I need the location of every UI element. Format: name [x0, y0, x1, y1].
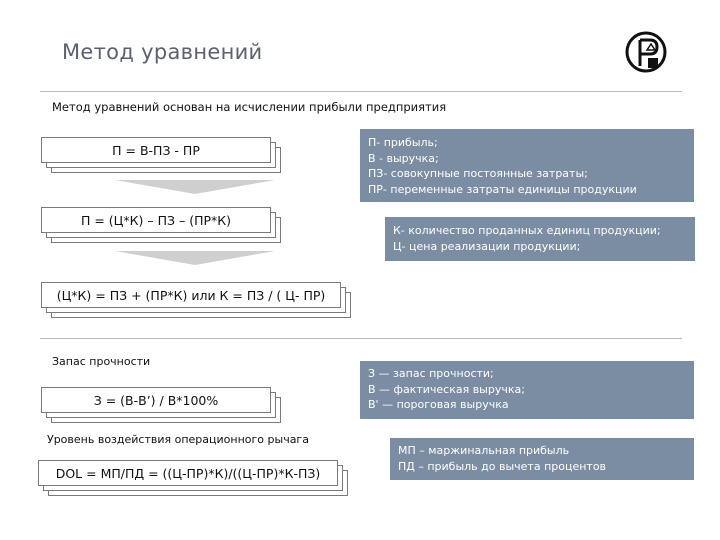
safety-margin-label: Запас прочности [52, 355, 151, 368]
legend-line: К- количество проданных единиц продукции… [393, 224, 661, 237]
title-divider [40, 91, 682, 92]
legend-line: П- прибыль; [368, 136, 438, 149]
legend-line: ПР- переменные затраты единицы продукции [368, 182, 637, 196]
chevron-down-arrow [115, 251, 275, 265]
formula-profit: П = В-ПЗ - ПР [41, 137, 271, 163]
pe-monogram-logo-icon [625, 31, 667, 73]
formula-dol-box: DOL = МП/ПД = ((Ц-ПР)*К)/((Ц-ПР)*К-ПЗ) [38, 460, 348, 496]
formula-profit-expanded-box: П = (Ц*К) – ПЗ – (ПР*К) [41, 207, 281, 243]
legend-box-quantity: К- количество проданных единиц продукции… [385, 217, 695, 261]
legend-box-safety: З — запас прочности; В — фактическая выр… [360, 361, 694, 419]
legend-line: В' — пороговая выручка [368, 398, 509, 411]
legend-line: В — фактическая выручка; [368, 382, 525, 396]
leverage-label: Уровень воздействия операционного рычага [47, 433, 309, 446]
formula-profit-expanded: П = (Ц*К) – ПЗ – (ПР*К) [41, 207, 271, 233]
formula-safety-box: З = (В-В’) / В*100% [41, 387, 281, 423]
legend-line: З — запас прочности; [368, 367, 494, 380]
formula-quantity-box: (Ц*К) = ПЗ + (ПР*К) или К = ПЗ / ( Ц- ПР… [41, 282, 351, 318]
page-title: Метод уравнений [62, 40, 263, 64]
legend-line: ПЗ- совокупные постоянные затраты; [368, 167, 588, 180]
legend-box-dol: МП – маржинальная прибыль ПД – прибыль д… [390, 438, 694, 480]
legend-box-profit: П- прибыль; В - выручка; ПЗ- совокупные … [360, 129, 694, 202]
formula-quantity: (Ц*К) = ПЗ + (ПР*К) или К = ПЗ / ( Ц- ПР… [41, 282, 341, 308]
intro-text: Метод уравнений основан на исчислении пр… [52, 100, 447, 114]
chevron-down-arrow [115, 180, 275, 194]
legend-line: ПД – прибыль до вычета процентов [398, 459, 607, 473]
formula-profit-box: П = В-ПЗ - ПР [41, 137, 281, 173]
legend-line: Ц- цена реализации продукции; [393, 239, 581, 253]
legend-line: МП – маржинальная прибыль [398, 444, 570, 457]
formula-dol: DOL = МП/ПД = ((Ц-ПР)*К)/((Ц-ПР)*К-ПЗ) [38, 460, 338, 486]
formula-safety: З = (В-В’) / В*100% [41, 387, 271, 413]
legend-line: В - выручка; [368, 151, 439, 165]
section-divider [40, 338, 682, 339]
